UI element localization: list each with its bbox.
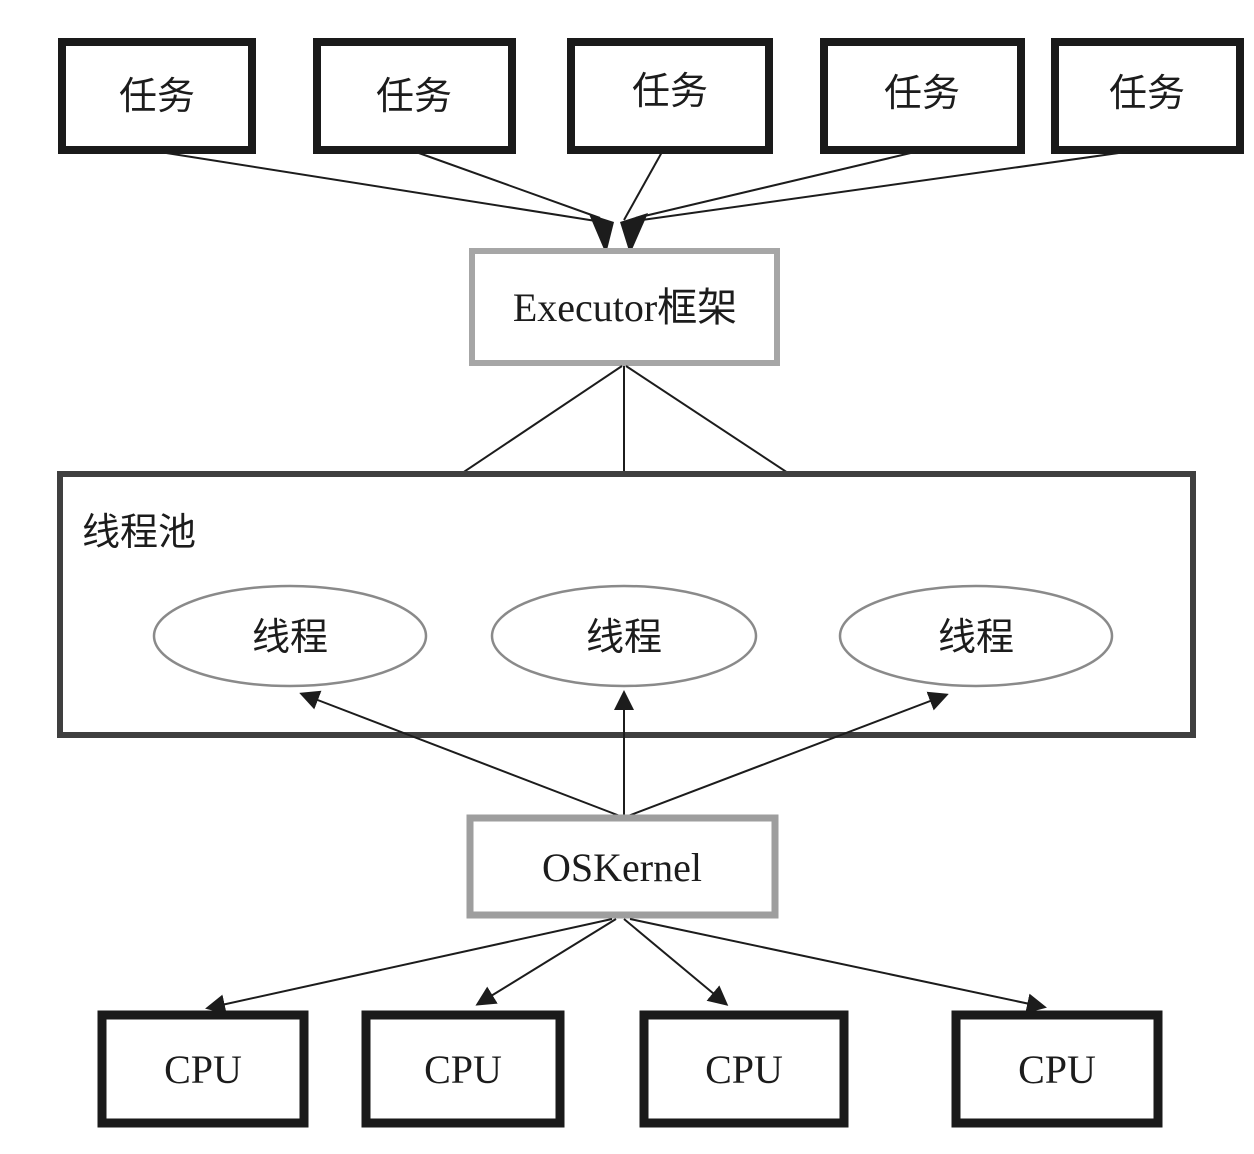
task-box-5: 任务 xyxy=(1051,38,1244,154)
cpu-box-2: CPU xyxy=(361,1010,565,1128)
convergence-arrowhead-left xyxy=(589,214,614,254)
arrow-oskernel-to-thread3 xyxy=(627,691,949,817)
arrow-oskernel-to-thread1 xyxy=(299,690,621,817)
arrow-task3-to-executor xyxy=(623,151,663,221)
task-box-4: 任务 xyxy=(820,38,1025,154)
thread-label-2: 线程 xyxy=(586,617,662,659)
cpu-label-3: CPU xyxy=(705,1047,783,1092)
cpu-label-2: CPU xyxy=(424,1047,502,1092)
thread-label-1: 线程 xyxy=(252,617,328,659)
task-label-5: 任务 xyxy=(1109,73,1185,115)
arrow-oskernel-to-cpu2 xyxy=(475,918,617,1006)
cpu-box-1: CPU xyxy=(97,1010,309,1128)
oskernel-label: OSKernel xyxy=(542,845,702,890)
arrow-task2-to-executor xyxy=(415,151,601,219)
arrow-oskernel-to-cpu1 xyxy=(205,918,613,1015)
cpu-box-4: CPU xyxy=(951,1010,1163,1128)
arrow-task4-to-executor xyxy=(635,151,916,219)
executor-label: Executor框架 xyxy=(513,285,737,330)
arrow-oskernel-to-cpu4 xyxy=(629,918,1047,1014)
thread-label-3: 线程 xyxy=(938,617,1014,659)
cpu-box-3: CPU xyxy=(639,1010,849,1128)
executor-box: Executor框架 xyxy=(469,248,780,366)
arrow-task5-to-executor xyxy=(641,149,1141,221)
thread-pool-label: 线程池 xyxy=(82,512,196,554)
task-box-1: 任务 xyxy=(58,38,256,154)
thread-ellipse-1: 线程 xyxy=(152,584,428,688)
task-label-4: 任务 xyxy=(884,73,960,115)
thread-ellipse-2: 线程 xyxy=(490,584,758,688)
oskernel-box: OSKernel xyxy=(466,814,779,919)
convergence-arrowhead-right xyxy=(620,213,648,254)
task-label-1: 任务 xyxy=(119,76,195,118)
arrow-oskernel-to-cpu3 xyxy=(623,918,729,1006)
task-box-3: 任务 xyxy=(567,38,773,154)
task-label-2: 任务 xyxy=(376,76,452,118)
task-label-3: 任务 xyxy=(632,71,708,113)
thread-ellipse-3: 线程 xyxy=(838,584,1114,688)
cpu-label-4: CPU xyxy=(1018,1047,1096,1092)
arrow-task1-to-executor xyxy=(159,151,597,222)
cpu-label-1: CPU xyxy=(164,1047,242,1092)
task-box-2: 任务 xyxy=(313,38,516,154)
